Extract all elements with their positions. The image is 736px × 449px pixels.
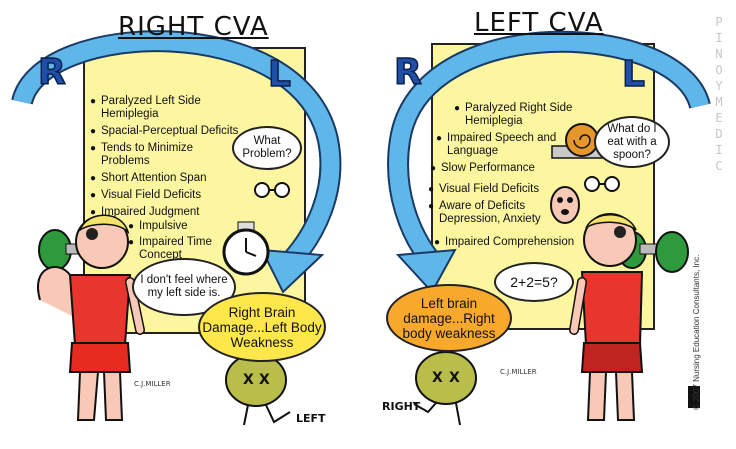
left-brain-mascot: X X: [413, 351, 477, 426]
list-item: Aware of Deficits Depression, Anxiety: [428, 200, 559, 226]
svg-text:X: X: [243, 372, 254, 388]
right-cva-arrow: [11, 30, 342, 294]
right-cva-deficits-list: Paralyzed Left Side Hemiplegia Spacial-P…: [90, 95, 240, 223]
left-brain-damage-bubble: Left brain damage...Right body weakness: [386, 284, 512, 352]
list-item: Visual Field Deficits: [428, 183, 578, 196]
glasses-drawing-left: [584, 176, 620, 192]
left-cva-title: LEFT CVA: [474, 8, 604, 38]
left-cva-person: [569, 213, 689, 421]
right-cva-person: [37, 214, 145, 421]
list-item: Impaired Comprehension: [434, 236, 584, 249]
list-item: Slow Performance: [430, 162, 580, 175]
svg-text:X: X: [432, 370, 443, 386]
svg-text:X: X: [449, 370, 460, 386]
right-cva-title: RIGHT CVA: [118, 12, 269, 42]
right-brain-mascot: X X: [225, 353, 291, 426]
right-cva-letter-r: R: [37, 51, 66, 94]
right-cva-letter-l: L: [267, 53, 291, 96]
what-problem-bubble: What Problem?: [232, 126, 302, 170]
math-bubble: 2+2=5?: [494, 262, 574, 302]
left-cva-deficits-list: Paralyzed Right Side Hemiplegia Impaired…: [428, 102, 590, 253]
left-label: LEFT: [296, 412, 326, 425]
right-signature: C.J.MILLER: [134, 380, 171, 388]
right-brain-damage-bubble: Right Brain Damage...Left Body Weakness: [198, 292, 326, 362]
list-item: Impaired Speech and Language: [436, 132, 586, 158]
right-label: RIGHT: [382, 400, 421, 413]
svg-text:X: X: [259, 372, 270, 388]
left-cva-letter-r: R: [393, 51, 422, 94]
left-cva-letter-l: L: [621, 53, 645, 96]
list-item: Impulsive: [128, 220, 238, 233]
publisher-logo: [688, 386, 700, 408]
watermark: PINOY MEDIC: [715, 15, 723, 173]
list-item: Impaired Judgment: [90, 206, 240, 219]
glasses-drawing-right: [254, 182, 290, 198]
list-item: Tends to Minimize Problems: [90, 142, 240, 168]
list-item: Spacial-Perceptual Deficits: [90, 125, 240, 138]
left-signature: C.J.MILLER: [500, 368, 537, 376]
left-cva-arrow: [387, 30, 711, 294]
list-item: Short Attention Span: [90, 172, 240, 185]
spoon-bubble: What do I eat with a spoon?: [594, 116, 670, 168]
list-item: Paralyzed Left Side Hemiplegia: [90, 95, 240, 121]
copyright: © 2007 Nursing Education Consultants, In…: [692, 254, 701, 410]
list-item: Visual Field Deficits: [90, 189, 240, 202]
list-item: Paralyzed Right Side Hemiplegia: [454, 102, 604, 128]
